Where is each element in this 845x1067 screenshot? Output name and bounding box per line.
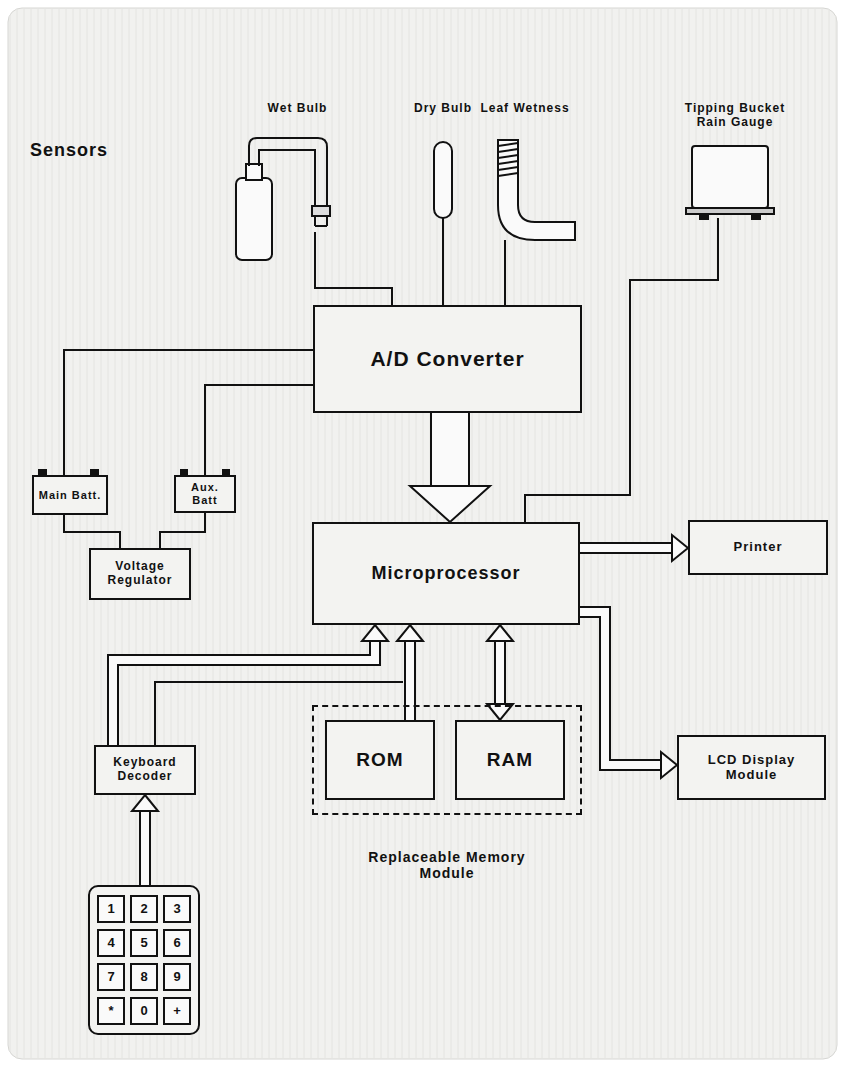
node-text: Replaceable Memory Module — [357, 849, 537, 881]
signal-wire — [160, 513, 205, 548]
arrow-fill — [406, 641, 414, 720]
sensor-label: Leaf Wetness — [478, 100, 572, 240]
battery-box: Aux. Batt — [174, 475, 236, 513]
wire-line — [442, 218, 444, 305]
signal-wire — [443, 218, 444, 305]
keypad-key: 2 — [130, 895, 158, 923]
node-text: 8 — [140, 970, 147, 985]
node-text: Voltage Regulator — [94, 560, 186, 588]
arrow-outline — [580, 612, 661, 765]
paper-panel — [8, 8, 837, 1059]
arrow-fill — [432, 413, 468, 486]
arrow-head — [661, 752, 677, 778]
wire-line — [160, 513, 205, 548]
arrow-head — [132, 795, 158, 811]
paper-grain — [8, 8, 837, 1059]
node-text: 4 — [107, 936, 114, 951]
arrow-outline — [404, 641, 416, 720]
keypad-key: 1 — [97, 895, 125, 923]
node-text: 6 — [173, 936, 180, 951]
signal-wire — [64, 515, 120, 548]
signal-wire — [315, 232, 392, 305]
sensor-label: Tipping Bucket Rain Gauge — [670, 100, 800, 218]
bus-arrow — [580, 612, 677, 778]
arrow-head — [397, 625, 423, 641]
node-text: Wet Bulb — [268, 102, 328, 116]
node-text: LCD Display Module — [682, 753, 821, 783]
node-text: + — [173, 1004, 181, 1019]
keypad-key: + — [163, 997, 191, 1025]
arrow-fill — [496, 641, 504, 704]
keypad-key: 4 — [97, 929, 125, 957]
sensor-label: Wet Bulb — [245, 100, 350, 232]
node-text: 5 — [140, 936, 147, 951]
bus-arrow — [580, 535, 688, 561]
dry-bulb-sensor — [434, 142, 452, 218]
node-text: Microprocessor — [371, 563, 520, 584]
node-text: ROM — [356, 749, 403, 771]
converter-box: A/D Converter — [313, 305, 582, 413]
bus-arrow — [410, 413, 490, 522]
keypad-key: 5 — [130, 929, 158, 957]
memory-box: RAM — [455, 720, 565, 800]
wire-line — [64, 350, 313, 475]
arrow-fill — [141, 811, 149, 885]
regulator-box: Voltage Regulator — [89, 548, 191, 600]
decoder-box: Keyboard Decoder — [94, 745, 196, 795]
wire-line — [205, 385, 313, 475]
node-text: RAM — [487, 749, 533, 771]
signal-wire — [64, 350, 313, 475]
section-label: Sensors — [30, 140, 108, 161]
arrow-head — [672, 535, 688, 561]
arrow-outline — [139, 811, 151, 885]
keypad-key: 6 — [163, 929, 191, 957]
node-text: 9 — [173, 970, 180, 985]
node-text: * — [108, 1004, 113, 1019]
memory-module: Replaceable Memory ModuleROMRAM — [312, 705, 582, 815]
node-text: Keyboard Decoder — [99, 756, 191, 784]
node-text: A/D Converter — [370, 347, 524, 371]
arrow-outline — [580, 542, 672, 554]
node-text: 0 — [140, 1004, 147, 1019]
sensor-label: Dry Bulb — [408, 100, 478, 218]
node-text: 7 — [107, 970, 114, 985]
arrow-head — [362, 625, 388, 641]
keypad-key: 0 — [130, 997, 158, 1025]
keypad-key: 3 — [163, 895, 191, 923]
memory-box: ROM — [325, 720, 435, 800]
arrow-fill — [580, 612, 661, 765]
wire-line — [315, 232, 392, 305]
bus-arrow — [132, 795, 158, 885]
printer-box: Printer — [688, 520, 828, 575]
keypad: 1 2 3 4 5 6 7 8 9 * 0 + — [88, 885, 200, 1035]
node-text: Printer — [734, 540, 783, 555]
processor-box: Microprocessor — [312, 522, 580, 625]
arrow-head — [487, 625, 513, 641]
node-text: Leaf Wetness — [480, 102, 569, 116]
display-box: LCD Display Module — [677, 735, 826, 800]
node-text: Main Batt. — [39, 489, 102, 502]
battery-box: Main Batt. — [32, 475, 108, 515]
signal-wire — [505, 240, 506, 305]
node-text: Dry Bulb — [414, 102, 472, 116]
keypad-key: 7 — [97, 963, 125, 991]
wire-line — [64, 515, 120, 548]
arrow-outline — [430, 413, 470, 486]
node-text: Aux. Batt — [179, 481, 231, 506]
node-text: 2 — [140, 902, 147, 917]
node-text: 3 — [173, 902, 180, 917]
keypad-key: 9 — [163, 963, 191, 991]
arrow-head — [410, 486, 490, 522]
signal-wire — [205, 385, 313, 475]
leaf-wetness-sensor — [498, 140, 575, 240]
node-text: 1 — [107, 902, 114, 917]
wire-line — [504, 240, 506, 305]
rain-gauge-sensor — [686, 146, 774, 219]
keypad-key: 8 — [130, 963, 158, 991]
keypad-key: * — [97, 997, 125, 1025]
arrow-fill — [580, 544, 672, 552]
node-text: Tipping Bucket Rain Gauge — [670, 102, 800, 130]
arrow-outline — [494, 641, 506, 704]
